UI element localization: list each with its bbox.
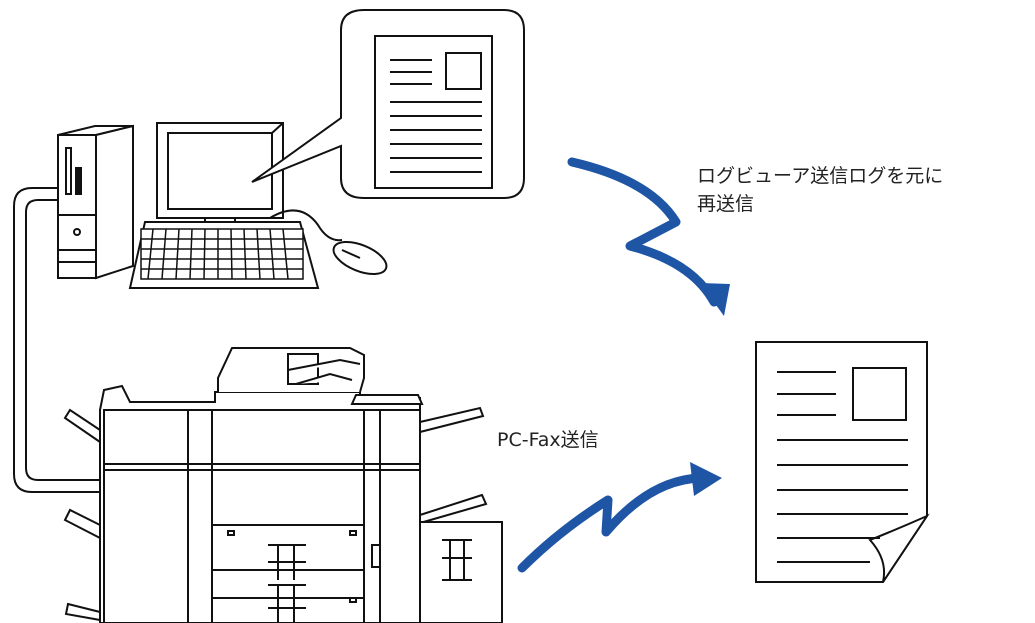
pcfax-arrow [517, 473, 705, 573]
monitor-icon [156, 122, 284, 241]
keyboard-icon [128, 221, 320, 289]
mouse-icon [269, 209, 388, 275]
pc-tower-icon [57, 124, 134, 280]
resend-label: ログビューア送信ログを元に 再送信 [697, 162, 943, 218]
resend-arrowhead [700, 283, 730, 316]
pcfax-label: PC-Fax送信 [497, 429, 599, 451]
connection-cable [13, 187, 100, 493]
output-document-icon [755, 341, 930, 583]
pcfax-arrowhead [690, 462, 722, 496]
resend-label-line2: 再送信 [697, 193, 755, 215]
screen-document-bubble [251, 9, 525, 199]
resend-arrow [567, 157, 719, 307]
resend-label-line1: ログビューア送信ログを元に [697, 165, 944, 187]
multifunction-printer-icon [63, 347, 503, 623]
